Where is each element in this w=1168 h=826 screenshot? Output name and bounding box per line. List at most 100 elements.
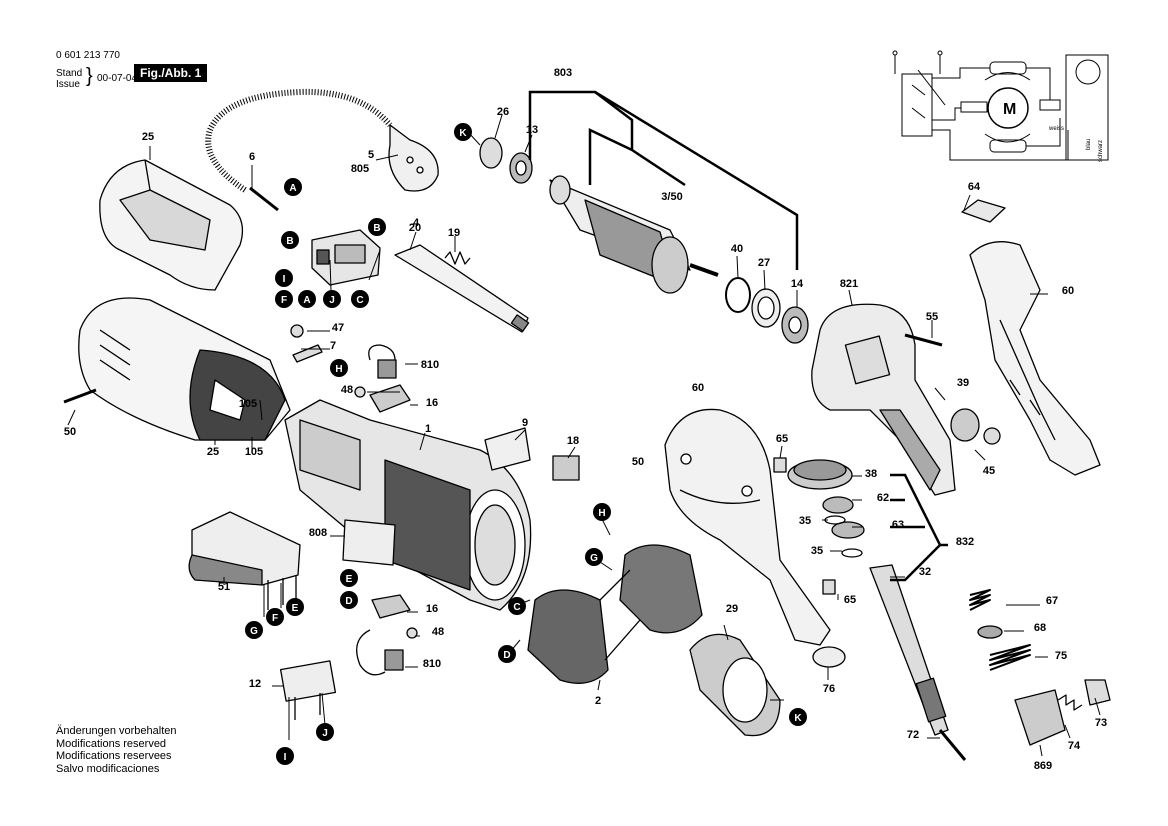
part-810-carbon-brush-top xyxy=(368,344,397,379)
part-16-brush-holder-top xyxy=(369,384,411,413)
part-label: 38 xyxy=(865,468,877,480)
part-73-clip xyxy=(1084,679,1111,706)
connector-marker-circle xyxy=(275,269,293,287)
part-48-screw-top xyxy=(354,386,366,398)
part-label: 40 xyxy=(731,243,743,255)
connector-marker-letter: F xyxy=(272,613,278,624)
part-821-gear-housing xyxy=(811,303,956,496)
part-67-spring xyxy=(969,589,991,611)
part-12-suppressor xyxy=(279,660,337,720)
part-9-label xyxy=(484,427,531,471)
connector-marker-circle xyxy=(508,597,526,615)
part-19-spring xyxy=(444,251,471,265)
part-label: 19 xyxy=(448,227,460,239)
part-label: 808 xyxy=(309,527,327,539)
connector-marker-letter: G xyxy=(590,553,598,564)
part-label: 55 xyxy=(926,311,938,323)
connector-marker-circle xyxy=(275,290,293,308)
switch-box xyxy=(901,73,933,137)
part-label: 29 xyxy=(726,603,738,615)
part-74-spring xyxy=(1057,694,1083,711)
leader-lines xyxy=(67,90,1101,757)
part-label: 51 xyxy=(218,581,230,593)
part-label: 50 xyxy=(632,456,644,468)
part-label: 27 xyxy=(758,257,770,269)
connector-marker-letter: A xyxy=(289,183,296,194)
connector-marker-circle xyxy=(330,359,348,377)
part-65-pin-bottom xyxy=(822,579,836,595)
part-label: 805 xyxy=(351,163,369,175)
part-label: 16 xyxy=(426,603,438,615)
connector-marker-letter: H xyxy=(598,508,605,519)
part-label: 60 xyxy=(1062,285,1074,297)
connector-marker-circle xyxy=(498,645,516,663)
part-label: 64 xyxy=(968,181,981,193)
part-label: 65 xyxy=(844,594,856,606)
note-fr: Modifications reservees xyxy=(56,750,172,762)
part-63-ring xyxy=(831,521,865,539)
connector-marker-circle xyxy=(789,708,807,726)
connector-marker-circle xyxy=(245,621,263,639)
part-47-screw xyxy=(290,324,304,338)
part-62-ring xyxy=(822,496,854,514)
wiring-schematic xyxy=(892,50,1109,161)
part-label: 4 xyxy=(413,217,420,229)
part-7-clip xyxy=(292,344,323,363)
part-label: 39 xyxy=(957,377,969,389)
part-label: 803 xyxy=(554,67,572,79)
connector-marker-letter: E xyxy=(346,574,353,585)
connector-marker-circle xyxy=(323,290,341,308)
connector-marker-letter: K xyxy=(459,128,467,139)
brush-left xyxy=(960,101,988,113)
part-1-stator-housing xyxy=(284,399,532,611)
connector-marker-circle xyxy=(266,608,284,626)
connector-marker-circle xyxy=(276,747,294,765)
part-label: 25 xyxy=(142,131,154,143)
connector-marker-letter: B xyxy=(286,236,293,247)
part-25-rear-housing xyxy=(99,159,244,291)
part-label: 73 xyxy=(1095,717,1107,729)
part-label: 20 xyxy=(409,222,421,234)
part-808-label xyxy=(342,519,396,566)
part-label: 12 xyxy=(249,678,261,690)
wire-label-weiss: weiss xyxy=(1048,126,1064,132)
issue-date: 00-07-04 xyxy=(97,73,138,84)
brush-right xyxy=(1039,99,1061,111)
issue-label: Issue xyxy=(56,79,80,90)
connector-marker-circle xyxy=(340,569,358,587)
brace-symbol: } xyxy=(86,65,93,87)
part-label: 14 xyxy=(791,278,804,290)
part-25-motor-housing xyxy=(78,297,291,441)
part-label: 75 xyxy=(1055,650,1067,662)
connector-marker-circle xyxy=(281,231,299,249)
part-29-bearing-flange xyxy=(689,633,781,737)
part-20-slide-bar xyxy=(394,244,530,333)
part-label: 45 xyxy=(983,465,995,477)
part-label: 32 xyxy=(919,566,931,578)
connector-marker-circle xyxy=(284,178,302,196)
part-label: 47 xyxy=(332,322,344,334)
connector-marker-circle xyxy=(286,598,304,616)
connector-marker-letter: A xyxy=(303,295,310,306)
connector-marker-circle xyxy=(298,290,316,308)
part-6-power-cord xyxy=(205,88,393,212)
connector-marker-letter: H xyxy=(335,364,342,375)
part-label: 62 xyxy=(877,492,889,504)
part-51-electronic-module xyxy=(188,511,301,610)
part-18-button xyxy=(552,455,580,481)
part-50-screw xyxy=(63,388,97,404)
part-45-nut xyxy=(983,427,1001,445)
note-es: Salvo modificaciones xyxy=(56,762,160,775)
part-39-knob xyxy=(950,408,980,442)
part-label: 67 xyxy=(1046,595,1058,607)
connector-marker-letter: K xyxy=(794,713,802,724)
part-label: 810 xyxy=(423,658,441,670)
motor-symbol xyxy=(987,87,1029,129)
connector-marker-letter: D xyxy=(345,596,352,607)
connector-marker-letter: C xyxy=(513,602,520,613)
connector-marker-letter: C xyxy=(356,295,363,306)
